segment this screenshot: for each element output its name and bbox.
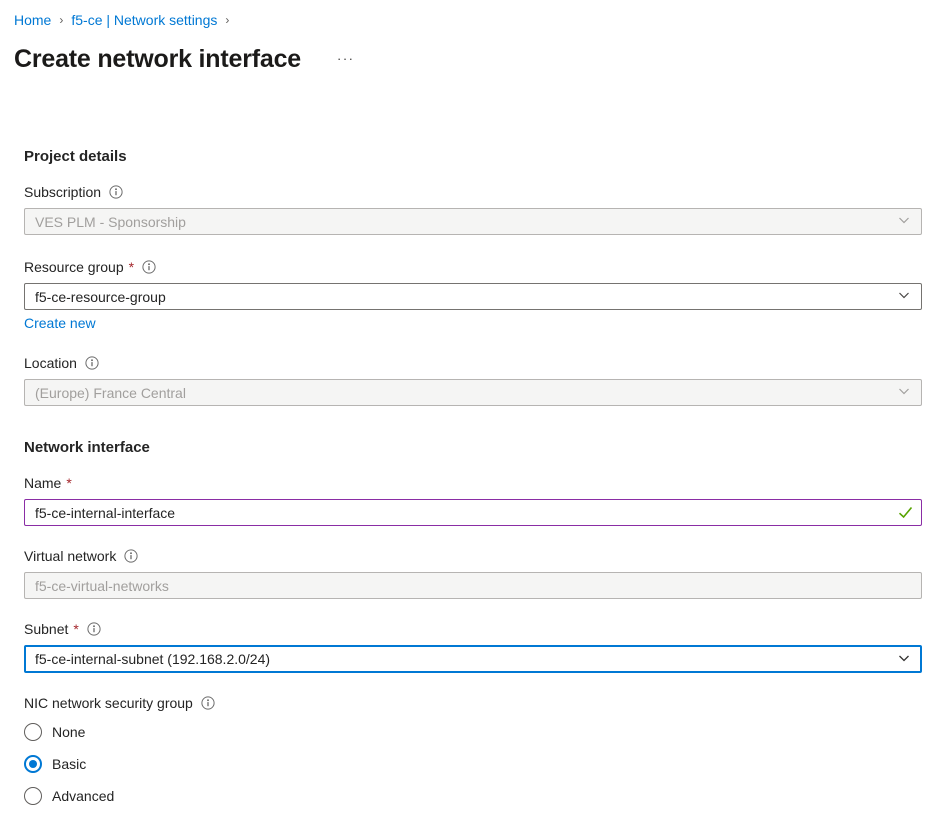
subnet-label-text: Subnet: [24, 621, 69, 637]
info-icon[interactable]: [85, 356, 99, 370]
location-dropdown: (Europe) France Central: [24, 379, 922, 406]
radio-icon: [24, 787, 42, 805]
chevron-down-icon: [897, 651, 911, 668]
resource-group-dropdown[interactable]: f5-ce-resource-group: [24, 283, 922, 310]
radio-label-advanced: Advanced: [52, 788, 115, 804]
breadcrumb-separator: ›: [225, 13, 230, 27]
virtual-network-label: Virtual network: [24, 547, 922, 565]
subscription-value: VES PLM - Sponsorship: [35, 213, 186, 230]
virtual-network-field: f5-ce-virtual-networks: [24, 572, 922, 599]
radio-nsg-basic[interactable]: Basic: [24, 754, 922, 774]
breadcrumb-separator: ›: [59, 13, 64, 27]
subscription-label-text: Subscription: [24, 184, 102, 200]
resource-group-value: f5-ce-resource-group: [35, 288, 166, 305]
subscription-dropdown: VES PLM - Sponsorship: [24, 208, 922, 235]
chevron-down-icon: [897, 384, 911, 401]
name-input[interactable]: [24, 499, 922, 526]
radio-nsg-advanced[interactable]: Advanced: [24, 786, 922, 806]
nic-nsg-label: NIC network security group: [24, 694, 922, 712]
more-options-button[interactable]: ···: [336, 51, 355, 66]
subnet-label: Subnet *: [24, 620, 922, 638]
valid-check-icon: [898, 506, 913, 524]
virtual-network-label-text: Virtual network: [24, 548, 117, 564]
required-asterisk: *: [73, 621, 79, 637]
virtual-network-value: f5-ce-virtual-networks: [35, 577, 169, 594]
required-asterisk: *: [66, 475, 72, 491]
info-icon[interactable]: [142, 260, 156, 274]
section-heading-network-interface: Network interface: [24, 439, 150, 456]
create-network-interface-form: Project details Subscription VES PLM - S…: [24, 149, 922, 806]
create-new-link[interactable]: Create new: [24, 315, 96, 331]
location-label-text: Location: [24, 355, 77, 371]
chevron-down-icon: [897, 213, 911, 230]
radio-icon: [24, 755, 42, 773]
page-title: Create network interface: [14, 45, 301, 73]
breadcrumb-link-network-settings[interactable]: f5-ce | Network settings: [71, 12, 218, 28]
subnet-value: f5-ce-internal-subnet (192.168.2.0/24): [35, 651, 271, 667]
info-icon[interactable]: [124, 549, 138, 563]
nic-nsg-label-text: NIC network security group: [24, 695, 193, 711]
info-icon[interactable]: [87, 622, 101, 636]
resource-group-label: Resource group *: [24, 258, 922, 276]
subnet-dropdown[interactable]: f5-ce-internal-subnet (192.168.2.0/24): [24, 645, 922, 673]
page-header: Create network interface ···: [14, 44, 936, 74]
info-icon[interactable]: [201, 696, 215, 710]
name-label: Name *: [24, 474, 922, 492]
subscription-label: Subscription: [24, 183, 922, 201]
name-input-wrap: [24, 499, 922, 526]
breadcrumb-link-home[interactable]: Home: [14, 12, 52, 28]
required-asterisk: *: [128, 259, 135, 275]
location-label: Location: [24, 354, 922, 372]
chevron-down-icon: [897, 288, 911, 305]
radio-label-basic: Basic: [52, 756, 87, 772]
resource-group-label-text: Resource group: [24, 259, 124, 275]
radio-nsg-none[interactable]: None: [24, 722, 922, 742]
breadcrumb: Home › f5-ce | Network settings ›: [14, 12, 936, 28]
radio-label-none: None: [52, 724, 86, 740]
radio-icon: [24, 723, 42, 741]
section-heading-project-details: Project details: [24, 148, 127, 165]
info-icon[interactable]: [109, 185, 123, 199]
name-label-text: Name: [24, 475, 62, 491]
location-value: (Europe) France Central: [35, 384, 186, 401]
